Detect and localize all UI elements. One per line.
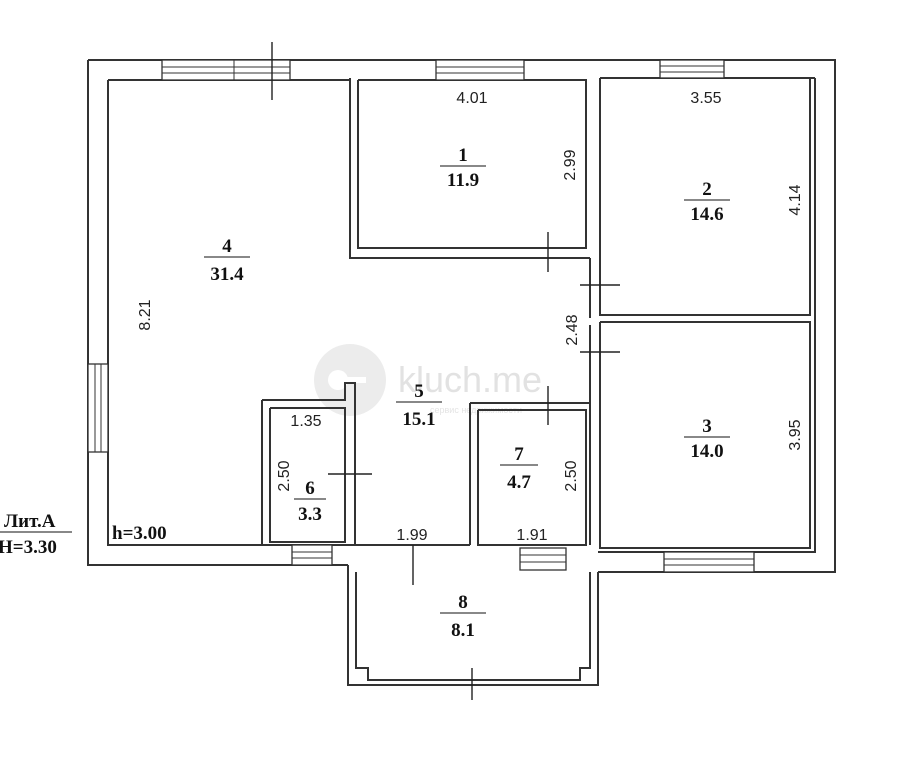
room-6-length-dim: 2.50 [276, 460, 293, 491]
room-1-width-dim: 4.01 [456, 90, 487, 107]
watermark: kluch.me сервис недвижимости [314, 344, 542, 416]
room-8-number: 8 [458, 592, 468, 613]
watermark-brand: kluch.me [398, 359, 542, 400]
room-6-width-dim: 1.35 [290, 413, 321, 430]
room-6-area: 3.3 [298, 504, 322, 525]
room-7-label: 7 4.7 [500, 444, 538, 493]
room-1-area: 11.9 [447, 170, 479, 191]
room-8-label: 8 8.1 [440, 592, 486, 641]
room-2-area: 14.6 [690, 204, 723, 225]
room-7-area: 4.7 [507, 472, 531, 493]
room-3-label: 3 14.0 [684, 416, 730, 462]
room-5-length-dim: 2.48 [564, 314, 581, 345]
room-8-walls [347, 565, 599, 686]
building-label: Лит.А H=3.30 [0, 511, 72, 558]
room-1-number: 1 [458, 145, 468, 166]
room-7-walls [469, 402, 590, 546]
room-4-label: 4 31.4 [204, 236, 250, 285]
room-5-label: 5 15.1 [396, 381, 442, 430]
dimensions: 4.01 2.99 3.55 4.14 3.95 8.21 2.48 1.99 … [137, 90, 804, 544]
room-4-number: 4 [222, 236, 232, 257]
doors [271, 42, 620, 700]
room-6-label: 6 3.3 [294, 478, 326, 525]
room-2-number: 2 [702, 179, 712, 200]
room-3-length-dim: 3.95 [787, 419, 804, 450]
room-1-length-dim: 2.99 [562, 149, 579, 180]
room-3-walls [589, 321, 811, 549]
room-1-label: 1 11.9 [440, 145, 486, 191]
room-8-area: 8.1 [451, 620, 475, 641]
room-5-width-dim: 1.99 [396, 527, 427, 544]
windows [87, 59, 755, 573]
room-5-area: 15.1 [402, 409, 435, 430]
room-4-length-dim: 8.21 [137, 299, 154, 330]
room-7-length-dim: 2.50 [563, 460, 580, 491]
room-2-width-dim: 3.55 [690, 90, 721, 107]
room-2-length-dim: 4.14 [787, 184, 804, 215]
room-3-number: 3 [702, 416, 712, 437]
room-5-number: 5 [414, 381, 424, 402]
building-height-label: H=3.30 [0, 537, 57, 558]
room-6-number: 6 [305, 478, 315, 499]
watermark-tagline: сервис недвижимости [430, 405, 522, 415]
ceiling-height-label: h=3.00 [112, 523, 167, 544]
room-4-area: 31.4 [210, 264, 244, 285]
room-3-area: 14.0 [690, 441, 723, 462]
room-6-walls [261, 382, 356, 545]
room-2-label: 2 14.6 [684, 179, 730, 225]
room-7-number: 7 [514, 444, 524, 465]
building-label-name: Лит.А [4, 511, 56, 532]
room-7-width-dim: 1.91 [516, 527, 547, 544]
